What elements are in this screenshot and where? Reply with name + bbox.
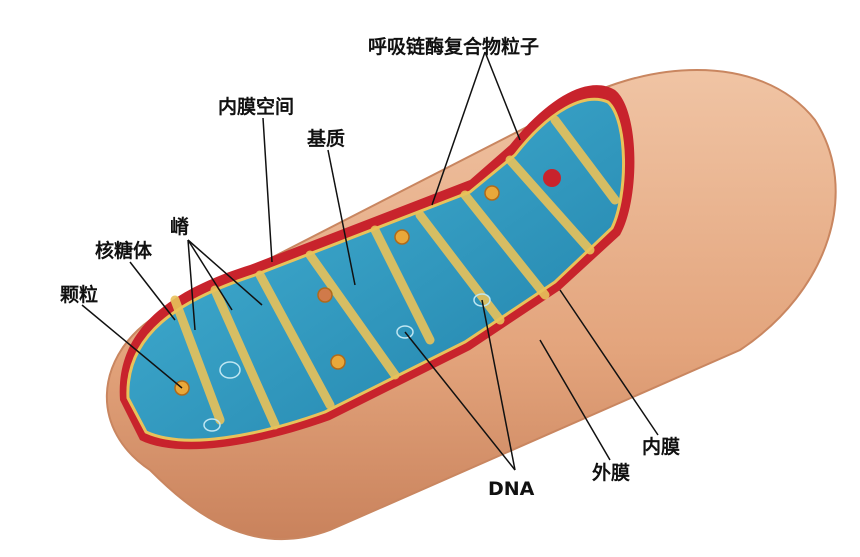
leader-lines	[81, 51, 659, 471]
respiratory-particle	[543, 169, 561, 187]
label-inner-membrane: 内膜	[642, 436, 681, 458]
label-respiratory-complex: 呼吸链酶复合物粒子	[368, 36, 540, 58]
label-cristae: 嵴	[170, 216, 190, 238]
label-granule: 颗粒	[60, 284, 99, 306]
label-dna: DNA	[488, 478, 535, 500]
matrix-shape	[126, 97, 625, 442]
label-ribosome: 核糖体	[95, 240, 153, 262]
dna-loops	[203, 293, 491, 432]
granules	[174, 185, 500, 396]
label-outer-membrane: 外膜	[592, 462, 631, 484]
cristae-folds	[170, 115, 620, 430]
label-matrix: 基质	[307, 128, 346, 150]
label-intermembrane-space: 内膜空间	[218, 96, 295, 118]
